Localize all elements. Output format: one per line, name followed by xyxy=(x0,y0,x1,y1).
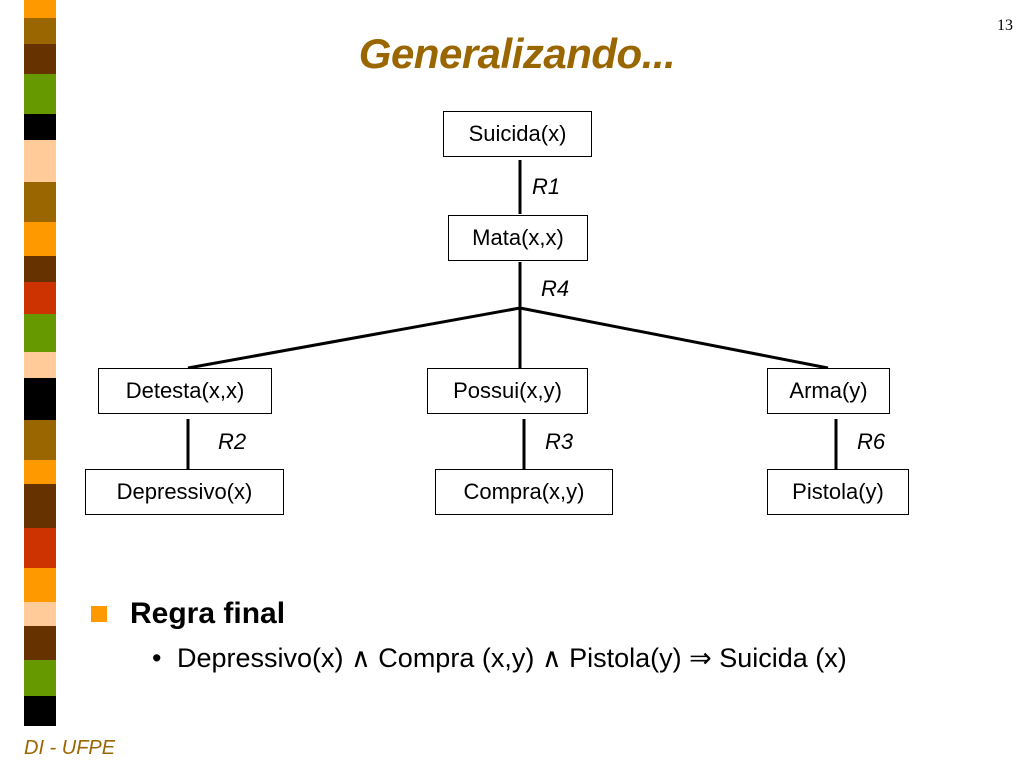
final-rule-text: Depressivo(x) ∧ Compra (x,y) ∧ Pistola(y… xyxy=(177,643,847,673)
edge-to-detesta xyxy=(187,306,521,370)
rule-label-r1: R1 xyxy=(532,174,561,199)
rule-label-r3: R3 xyxy=(545,429,574,454)
strip-segment xyxy=(24,352,56,378)
page-number: 13 xyxy=(997,17,1013,34)
strip-segment xyxy=(24,44,56,74)
node-pistola: Pistola(y) xyxy=(767,469,909,515)
strip-segment xyxy=(24,696,56,726)
rule-label-r2: R2 xyxy=(218,429,247,454)
strip-segment xyxy=(24,420,56,460)
bullet-square-icon xyxy=(91,606,107,622)
strip-segment xyxy=(24,484,56,528)
sub-bullet-dot-icon: • xyxy=(152,643,162,673)
bullet-heading: Regra final xyxy=(130,597,286,630)
node-detesta: Detesta(x,x) xyxy=(98,368,272,414)
strip-segment xyxy=(24,18,56,44)
strip-segment xyxy=(24,182,56,222)
strip-segment xyxy=(24,74,56,114)
strip-segment xyxy=(24,314,56,352)
edge-to-arma xyxy=(519,306,829,370)
strip-segment xyxy=(24,282,56,314)
strip-segment xyxy=(24,602,56,626)
strip-segment xyxy=(24,114,56,140)
node-mata: Mata(x,x) xyxy=(448,215,588,261)
strip-segment xyxy=(24,140,56,182)
strip-segment xyxy=(24,528,56,568)
strip-segment xyxy=(24,568,56,602)
node-arma: Arma(y) xyxy=(767,368,890,414)
strip-segment xyxy=(24,378,56,420)
decorative-color-strip xyxy=(24,0,56,726)
footer-label: DI - UFPE xyxy=(24,737,116,759)
node-compra: Compra(x,y) xyxy=(435,469,613,515)
strip-segment xyxy=(24,222,56,256)
strip-segment xyxy=(24,460,56,484)
strip-segment xyxy=(24,626,56,660)
strip-segment xyxy=(24,0,56,18)
node-possui: Possui(x,y) xyxy=(427,368,588,414)
node-depressivo: Depressivo(x) xyxy=(85,469,284,515)
slide-title: Generalizando... xyxy=(358,30,676,77)
rule-label-r4: R4 xyxy=(541,276,570,301)
strip-segment xyxy=(24,256,56,282)
rule-label-r6: R6 xyxy=(857,429,886,454)
node-suicida: Suicida(x) xyxy=(443,111,592,157)
strip-segment xyxy=(24,660,56,696)
